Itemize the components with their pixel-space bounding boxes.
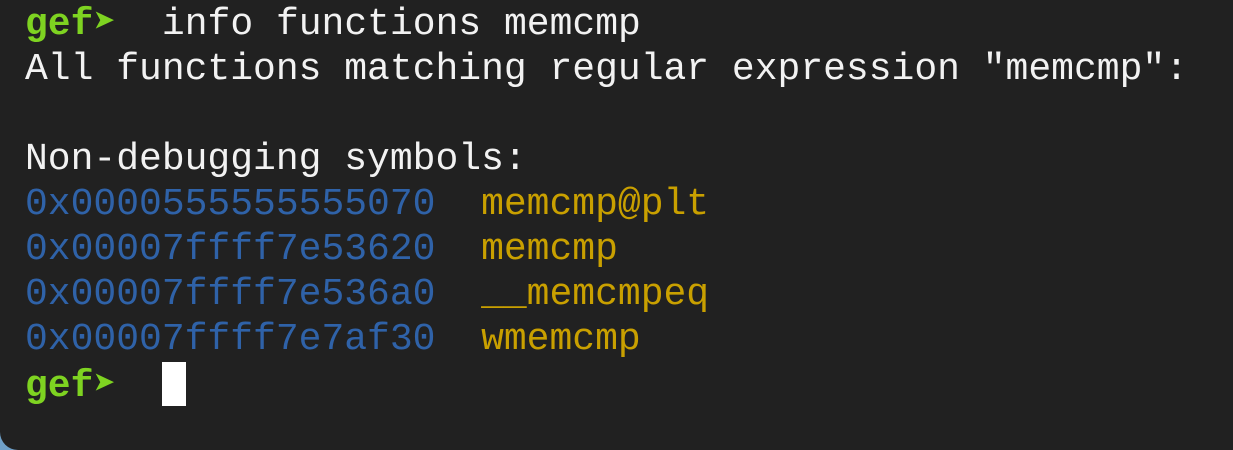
symbol-row: 0x00007ffff7e7af30 wmemcmp [25, 317, 1188, 362]
symbol-address: 0x0000555555555070 [25, 183, 436, 226]
symbol-row: 0x00007ffff7e53620 memcmp [25, 227, 1188, 272]
command-line: gef➤ info functions memcmp [25, 2, 1188, 47]
symbol-name: memcmp [481, 228, 618, 271]
section-heading: Non-debugging symbols: [25, 138, 527, 181]
symbol-address: 0x00007ffff7e7af30 [25, 318, 436, 361]
symbol-row: 0x0000555555555070 memcmp@plt [25, 182, 1188, 227]
symbol-name: memcmp@plt [481, 183, 710, 226]
command-text: info functions memcmp [161, 3, 641, 46]
symbol-name: wmemcmp [481, 318, 641, 361]
text-cursor [161, 362, 186, 406]
symbol-address: 0x00007ffff7e536a0 [25, 273, 436, 316]
output-header: All functions matching regular expressio… [25, 48, 1188, 91]
prompt-label: gef [25, 3, 94, 46]
prompt-arrow-icon: ➤ [93, 3, 117, 46]
blank-line [25, 92, 1188, 137]
prompt-label: gef [25, 365, 94, 408]
symbol-row: 0x00007ffff7e536a0 __memcmpeq [25, 272, 1188, 317]
symbol-name: __memcmpeq [481, 273, 710, 316]
input-line[interactable]: gef➤ [25, 362, 1188, 408]
terminal-output: gef➤ info functions memcmp All functions… [25, 2, 1188, 408]
symbol-address: 0x00007ffff7e53620 [25, 228, 436, 271]
prompt-arrow-icon: ➤ [93, 365, 117, 408]
